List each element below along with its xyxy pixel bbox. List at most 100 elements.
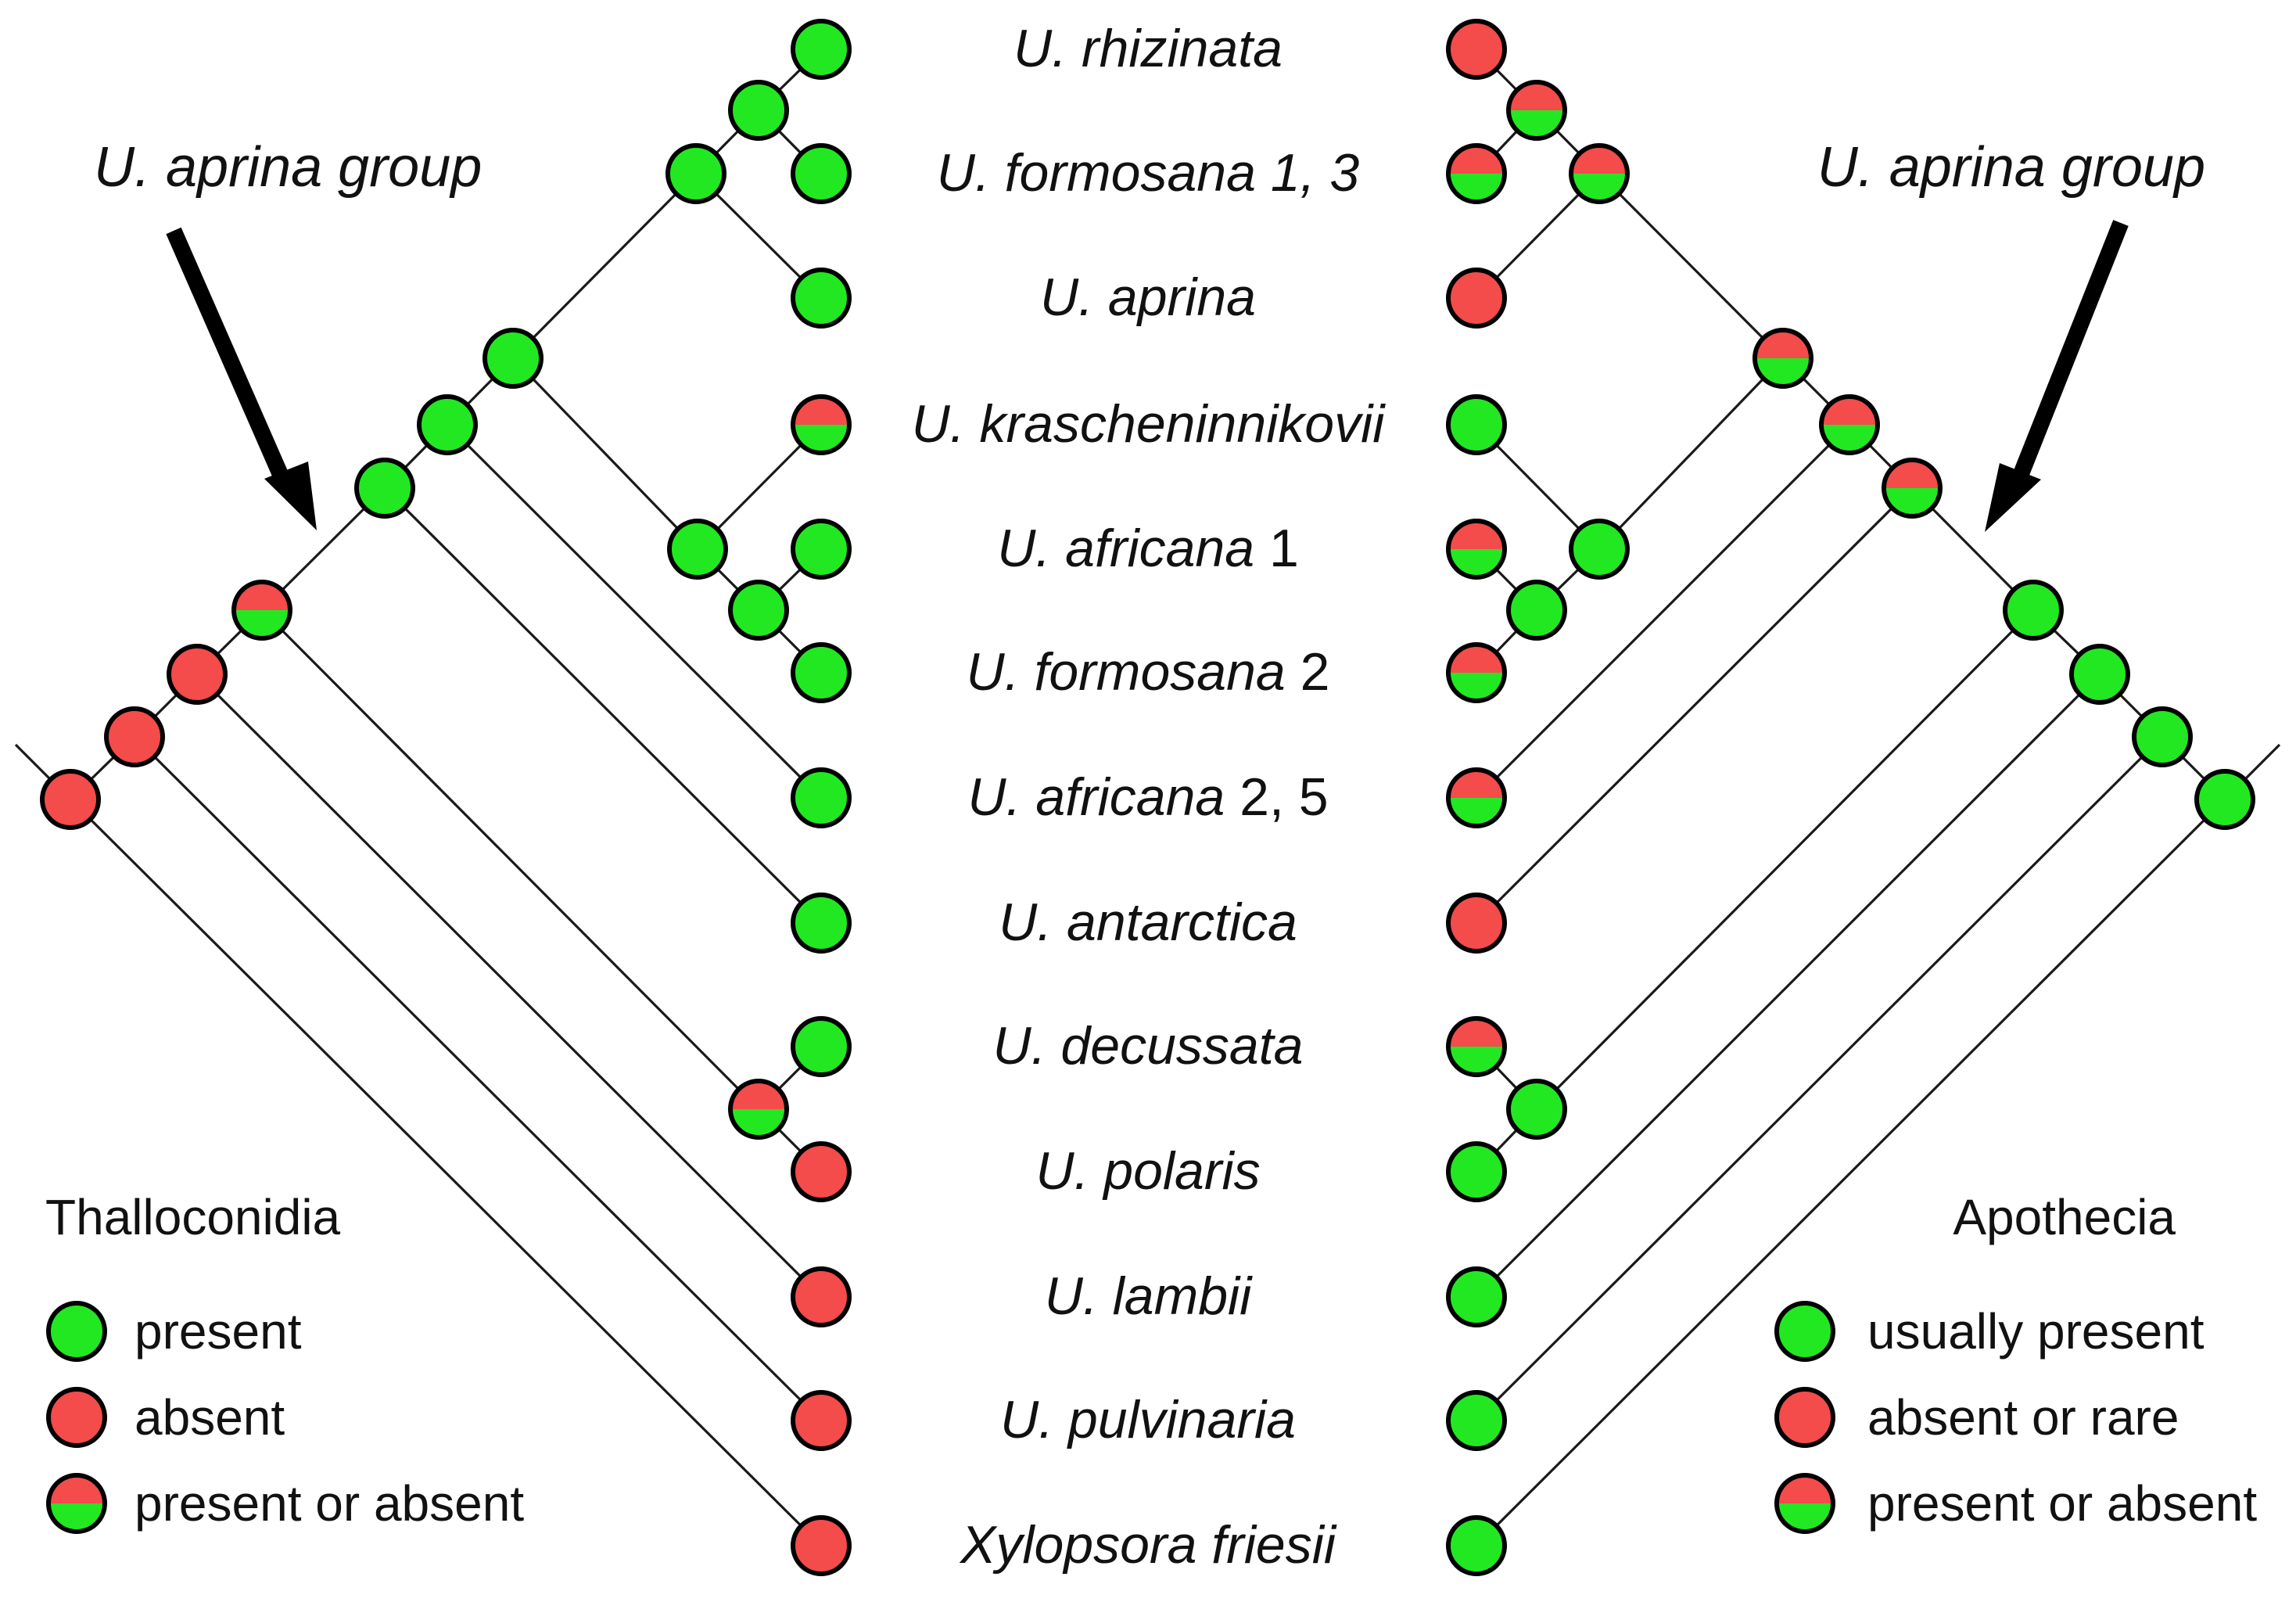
right-legend-label: present or absent xyxy=(1867,1475,2257,1532)
right-tree-nodes xyxy=(1446,19,2255,1576)
left-tip-node xyxy=(791,1016,852,1077)
right-branch xyxy=(1598,172,1785,360)
left-tip-node xyxy=(791,893,852,954)
left-tip-node xyxy=(791,1390,852,1451)
right-branch xyxy=(1475,487,1914,925)
left-branch xyxy=(383,487,823,925)
left-branch xyxy=(446,423,823,799)
left-tip-node xyxy=(791,394,852,455)
right-internal-node xyxy=(2003,580,2064,641)
right-tip-node xyxy=(1446,268,1507,329)
right-tip-node xyxy=(1446,1515,1507,1576)
taxon-species: U. krascheninnikovii xyxy=(912,394,1387,454)
taxon-label: U. africana 1 xyxy=(997,519,1299,578)
right-branch xyxy=(1535,609,2035,1111)
taxon-label: U. africana 2, 5 xyxy=(967,767,1328,827)
left-branch xyxy=(260,609,760,1111)
taxon-species: U. rhizinata xyxy=(1013,19,1283,78)
taxon-species: U. lambii xyxy=(1045,1266,1253,1326)
left-internal-node xyxy=(231,580,292,641)
right-tip-node xyxy=(1446,1266,1507,1327)
taxon-label: U. lambii xyxy=(1045,1266,1253,1326)
taxon-species: U. antarctica xyxy=(999,893,1297,952)
left-tree-nodes xyxy=(40,19,852,1576)
left-legend: Thalloconidia present absent present or ab… xyxy=(45,1189,524,1534)
left-tip-node xyxy=(791,1141,852,1202)
left-branch xyxy=(196,673,823,1298)
left-tip-node xyxy=(791,19,852,80)
left-legend-swatch xyxy=(46,1301,107,1362)
right-internal-node xyxy=(1506,1079,1567,1140)
right-internal-node xyxy=(1506,580,1567,641)
right-group-arrow xyxy=(1985,220,2129,532)
taxon-label: U. antarctica xyxy=(999,893,1297,952)
taxon-label: U. krascheninnikovii xyxy=(912,394,1387,454)
right-tip-node xyxy=(1446,19,1507,80)
right-internal-node xyxy=(1569,143,1630,204)
right-legend-label: usually present xyxy=(1867,1303,2205,1360)
taxon-suffix: 1 xyxy=(1254,519,1299,578)
taxon-label: U. pulvinaria xyxy=(1000,1390,1296,1449)
right-internal-node xyxy=(2132,706,2193,767)
taxon-label: U. formosana 2 xyxy=(967,642,1330,702)
right-legend-title: Apothecia xyxy=(1953,1189,2176,1245)
taxon-species: U. aprina xyxy=(1040,268,1256,327)
left-legend-label: present xyxy=(135,1303,302,1360)
left-tip-node xyxy=(791,1515,852,1576)
right-tip-node xyxy=(1446,1390,1507,1451)
left-legend-swatch xyxy=(46,1387,107,1448)
left-internal-node xyxy=(483,328,544,389)
right-group-label: U. aprina group xyxy=(1817,136,2205,199)
left-branch xyxy=(69,798,823,1547)
left-internal-node xyxy=(728,1079,789,1140)
right-tip-node xyxy=(1446,1016,1507,1077)
right-internal-node xyxy=(1752,328,1813,389)
left-branch xyxy=(511,172,698,360)
left-internal-node xyxy=(167,644,228,705)
left-legend-title: Thalloconidia xyxy=(45,1189,341,1245)
left-internal-node xyxy=(728,580,789,641)
left-tip-node xyxy=(791,767,852,828)
left-internal-node xyxy=(667,519,728,580)
right-internal-node xyxy=(1882,458,1943,519)
taxon-label: Xylopsora friesii xyxy=(959,1515,1337,1575)
right-branch xyxy=(1598,357,1785,551)
right-internal-node xyxy=(2194,769,2255,830)
right-tip-node xyxy=(1446,394,1507,455)
left-tip-node xyxy=(791,519,852,580)
right-internal-node xyxy=(1506,80,1567,141)
right-legend-swatch xyxy=(1774,1387,1835,1448)
left-internal-node xyxy=(104,706,165,767)
left-tip-node xyxy=(791,268,852,329)
left-group-arrow xyxy=(166,227,317,530)
right-branch xyxy=(1475,673,2101,1298)
taxon-label: U. decussata xyxy=(993,1016,1304,1076)
left-branch xyxy=(133,735,823,1422)
right-branch xyxy=(1475,423,1851,799)
left-legend-label: present or absent xyxy=(135,1475,524,1532)
taxon-label: U. polaris xyxy=(1035,1141,1260,1201)
right-internal-node xyxy=(1819,394,1880,455)
right-legend-swatch xyxy=(1774,1301,1835,1362)
left-internal-node xyxy=(354,458,415,519)
left-internal-node xyxy=(417,394,478,455)
left-branch xyxy=(511,357,699,551)
right-internal-node xyxy=(2069,644,2130,705)
right-internal-node xyxy=(1569,519,1630,580)
left-internal-node xyxy=(665,143,726,204)
taxon-species: U. formosana xyxy=(937,143,1256,203)
left-internal-node xyxy=(40,769,101,830)
taxon-species: U. pulvinaria xyxy=(1000,1390,1296,1449)
left-legend-label: absent xyxy=(135,1389,285,1446)
taxon-species: U. polaris xyxy=(1035,1141,1260,1201)
left-tip-node xyxy=(791,143,852,204)
left-legend-swatch xyxy=(46,1473,107,1534)
taxon-label: U. rhizinata xyxy=(1013,19,1283,78)
taxon-species: U. decussata xyxy=(993,1016,1304,1076)
taxon-species: Xylopsora friesii xyxy=(959,1515,1337,1575)
right-legend-swatch xyxy=(1774,1473,1835,1534)
taxon-species: U. africana xyxy=(967,767,1225,827)
taxon-suffix: 2, 5 xyxy=(1225,767,1328,827)
